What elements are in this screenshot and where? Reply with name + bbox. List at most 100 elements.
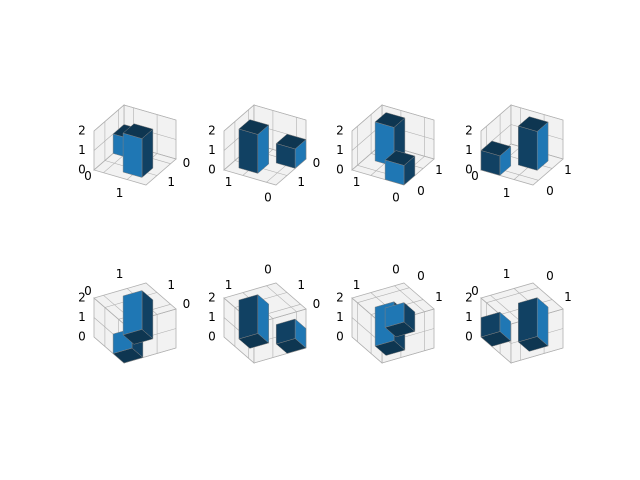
grid-line xyxy=(394,285,425,312)
z-tick-label: 1 xyxy=(208,143,216,157)
x-tick-label: 1 xyxy=(435,290,443,304)
bar-2-face xyxy=(374,112,406,128)
y-tick-label: 0 xyxy=(546,269,554,283)
x-tick-label: 0 xyxy=(417,184,425,198)
x-tick-label: 0 xyxy=(471,284,479,298)
bar-1-face xyxy=(384,302,405,328)
z-tick-label: 0 xyxy=(465,163,473,177)
bar-1-face xyxy=(480,311,501,338)
z-tick-label: 0 xyxy=(465,330,473,344)
y-tick-label: 0 xyxy=(84,169,92,183)
bar-2-face xyxy=(518,297,538,343)
y-tick-label: 0 xyxy=(313,156,321,170)
y-tick-label: 1 xyxy=(353,278,361,292)
grid-line xyxy=(381,104,435,121)
grid-line xyxy=(486,287,539,303)
z-tick-label: 1 xyxy=(78,310,86,324)
z-tick-label: 1 xyxy=(465,310,473,324)
bar-2-face xyxy=(238,333,270,349)
z-tick-label: 2 xyxy=(465,291,473,305)
x-tick-label: 1 xyxy=(167,278,175,292)
x-tick-label: 1 xyxy=(225,278,233,292)
z-tick-label: 2 xyxy=(465,124,473,138)
grid-line xyxy=(93,297,125,325)
z-tick-label: 1 xyxy=(336,143,344,157)
bar-2-face xyxy=(518,125,538,171)
bar-1-face xyxy=(384,159,405,186)
y-tick-label: 1 xyxy=(297,278,305,292)
bar-2-face xyxy=(374,340,406,356)
bar-2-face xyxy=(517,116,549,132)
bar-2-face xyxy=(517,336,549,352)
x-tick-label: 1 xyxy=(167,175,175,189)
grid-line xyxy=(510,347,564,364)
grid-line xyxy=(480,104,512,132)
y-tick-label: 0 xyxy=(84,284,92,298)
bar-1-face xyxy=(275,318,296,345)
x-tick-label: 0 xyxy=(183,156,191,170)
y-tick-label: 0 xyxy=(392,262,400,276)
y-tick-label: 1 xyxy=(564,163,572,177)
y-tick-label: 1 xyxy=(297,175,305,189)
z-tick-label: 1 xyxy=(336,310,344,324)
y-tick-label: 0 xyxy=(313,297,321,311)
bar-1-face xyxy=(275,143,296,169)
y-tick-label: 0 xyxy=(546,184,554,198)
z-tick-label: 0 xyxy=(78,330,86,344)
y-tick-label: 1 xyxy=(116,186,124,200)
y-tick-label: 1 xyxy=(116,267,124,281)
grid-line xyxy=(223,336,255,364)
z-tick-label: 2 xyxy=(336,124,344,138)
bar-2-face xyxy=(122,123,154,139)
grid-line xyxy=(351,104,383,132)
x-tick-label: 1 xyxy=(225,175,233,189)
bar-2-face xyxy=(122,329,154,345)
z-tick-label: 0 xyxy=(336,163,344,177)
grid-line xyxy=(253,104,307,121)
bar-2-face xyxy=(238,119,270,135)
z-tick-label: 2 xyxy=(208,291,216,305)
grid-line xyxy=(490,295,521,322)
z-tick-label: 1 xyxy=(465,143,473,157)
z-tick-label: 0 xyxy=(208,163,216,177)
x-tick-label: 1 xyxy=(503,267,511,281)
z-tick-label: 2 xyxy=(78,124,86,138)
z-tick-label: 2 xyxy=(78,291,86,305)
grid-line xyxy=(510,104,564,121)
x-tick-label: 1 xyxy=(503,186,511,200)
bar-2-face xyxy=(122,132,143,178)
y-tick-label: 1 xyxy=(564,290,572,304)
bar-2-face xyxy=(238,128,259,174)
z-tick-label: 2 xyxy=(336,291,344,305)
grid-line xyxy=(123,104,177,121)
grid-line xyxy=(223,104,255,132)
z-tick-label: 1 xyxy=(208,310,216,324)
z-tick-label: 1 xyxy=(78,143,86,157)
bar-2-face xyxy=(122,290,143,336)
x-tick-label: 0 xyxy=(417,269,425,283)
z-tick-label: 0 xyxy=(336,330,344,344)
x-tick-label: 1 xyxy=(435,163,443,177)
grid-line xyxy=(266,285,297,312)
z-tick-label: 0 xyxy=(78,163,86,177)
bar-1-face xyxy=(480,150,501,176)
y-tick-label: 1 xyxy=(353,175,361,189)
bar-2-face xyxy=(238,294,259,340)
x-tick-label: 0 xyxy=(264,191,272,205)
x-tick-label: 0 xyxy=(264,262,272,276)
y-tick-label: 0 xyxy=(392,191,400,205)
grid-line xyxy=(93,104,125,132)
grid-line xyxy=(357,287,410,303)
z-tick-label: 0 xyxy=(208,330,216,344)
z-tick-label: 2 xyxy=(208,124,216,138)
x-tick-label: 0 xyxy=(183,297,191,311)
